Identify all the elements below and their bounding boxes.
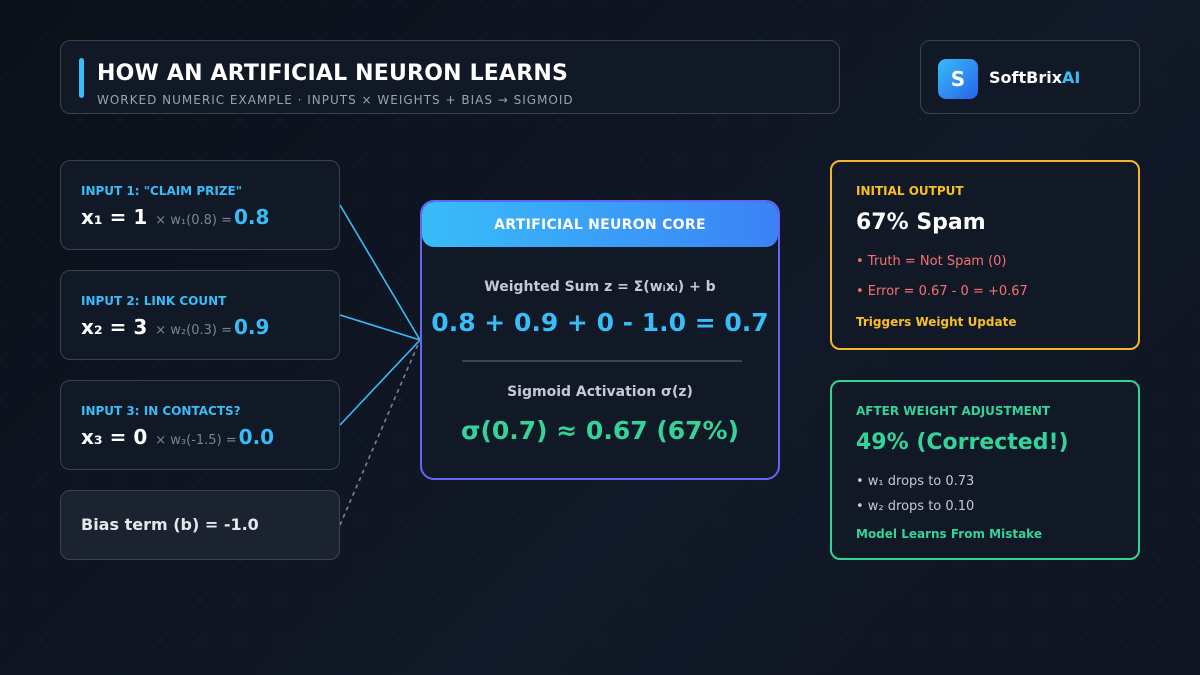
weighted-sum-value: 0.8 + 0.9 + 0 - 1.0 = 0.7 <box>431 308 769 337</box>
sigmoid-value: σ(0.7) ≈ 0.67 (67%) <box>460 416 740 445</box>
wire-input-3 <box>339 339 421 426</box>
initial-output-label: INITIAL OUTPUT <box>856 184 964 198</box>
initial-output-error: • Error = 0.67 - 0 = +0.67 <box>856 284 1028 299</box>
input-weight: × w₃(-1.5) = <box>155 433 237 448</box>
header-accent-bar <box>79 58 84 98</box>
input-label: INPUT 3: IN CONTACTS? <box>81 404 241 418</box>
initial-output-value: 67% Spam <box>856 210 986 235</box>
input-variable: x₁ = 1 <box>81 205 148 229</box>
input-equation: x₁ = 1 × w₁(0.8) = 0.8 <box>81 205 269 229</box>
input-label: INPUT 2: LINK COUNT <box>81 294 227 308</box>
initial-output-panel: INITIAL OUTPUT 67% Spam • Truth = Not Sp… <box>830 160 1140 350</box>
input-label: INPUT 1: "CLAIM PRIZE" <box>81 184 242 198</box>
input-variable: x₂ = 3 <box>81 315 148 339</box>
core-divider <box>462 360 742 362</box>
brand-name: SoftBrixAI <box>989 68 1080 87</box>
input-weight: × w₂(0.3) = <box>155 323 232 338</box>
neuron-core-card: ARTIFICIAL NEURON CORE Weighted Sum z = … <box>420 200 780 480</box>
after-adjustment-panel: AFTER WEIGHT ADJUSTMENT 49% (Corrected!)… <box>830 380 1140 560</box>
header-card: HOW AN ARTIFICIAL NEURON LEARNS WORKED N… <box>60 40 840 114</box>
input-card-1: INPUT 1: "CLAIM PRIZE" x₁ = 1 × w₁(0.8) … <box>60 160 340 250</box>
input-card-3: INPUT 3: IN CONTACTS? x₃ = 0 × w₃(-1.5) … <box>60 380 340 470</box>
after-adjustment-w2: • w₂ drops to 0.10 <box>856 499 975 514</box>
input-weight: × w₁(0.8) = <box>155 213 232 228</box>
page-title: HOW AN ARTIFICIAL NEURON LEARNS <box>97 61 569 86</box>
after-adjustment-label: AFTER WEIGHT ADJUSTMENT <box>856 404 1051 418</box>
neuron-core-title: ARTIFICIAL NEURON CORE <box>422 202 778 247</box>
weighted-sum-label: Weighted Sum z = Σ(wᵢxᵢ) + b <box>484 279 716 295</box>
bias-card: Bias term (b) = -1.0 <box>60 490 340 560</box>
brand-card: S SoftBrixAI <box>920 40 1140 114</box>
input-result: 0.8 <box>233 205 270 229</box>
input-equation: x₂ = 3 × w₂(0.3) = 0.9 <box>81 315 269 339</box>
sigmoid-label: Sigmoid Activation σ(z) <box>507 384 693 400</box>
initial-output-truth: • Truth = Not Spam (0) <box>856 254 1007 269</box>
after-adjustment-footer: Model Learns From Mistake <box>856 527 1042 541</box>
after-adjustment-w1: • w₁ drops to 0.73 <box>856 474 975 489</box>
page-subtitle: WORKED NUMERIC EXAMPLE · INPUTS × WEIGHT… <box>97 93 574 107</box>
brand-logo-icon: S <box>938 59 978 99</box>
wire-input-2 <box>339 314 421 341</box>
wire-input-1 <box>339 204 421 341</box>
input-equation: x₃ = 0 × w₃(-1.5) = 0.0 <box>81 425 274 449</box>
initial-output-footer: Triggers Weight Update <box>856 315 1017 329</box>
wire-bias <box>339 339 421 526</box>
input-variable: x₃ = 0 <box>81 425 148 449</box>
brand-name-highlight: AI <box>1062 68 1081 87</box>
brand-name-main: SoftBrix <box>989 68 1063 87</box>
bias-text: Bias term (b) = -1.0 <box>81 515 259 534</box>
input-result: 0.9 <box>233 315 270 339</box>
input-card-2: INPUT 2: LINK COUNT x₂ = 3 × w₂(0.3) = 0… <box>60 270 340 360</box>
after-adjustment-value: 49% (Corrected!) <box>856 430 1069 455</box>
input-result: 0.0 <box>238 425 275 449</box>
